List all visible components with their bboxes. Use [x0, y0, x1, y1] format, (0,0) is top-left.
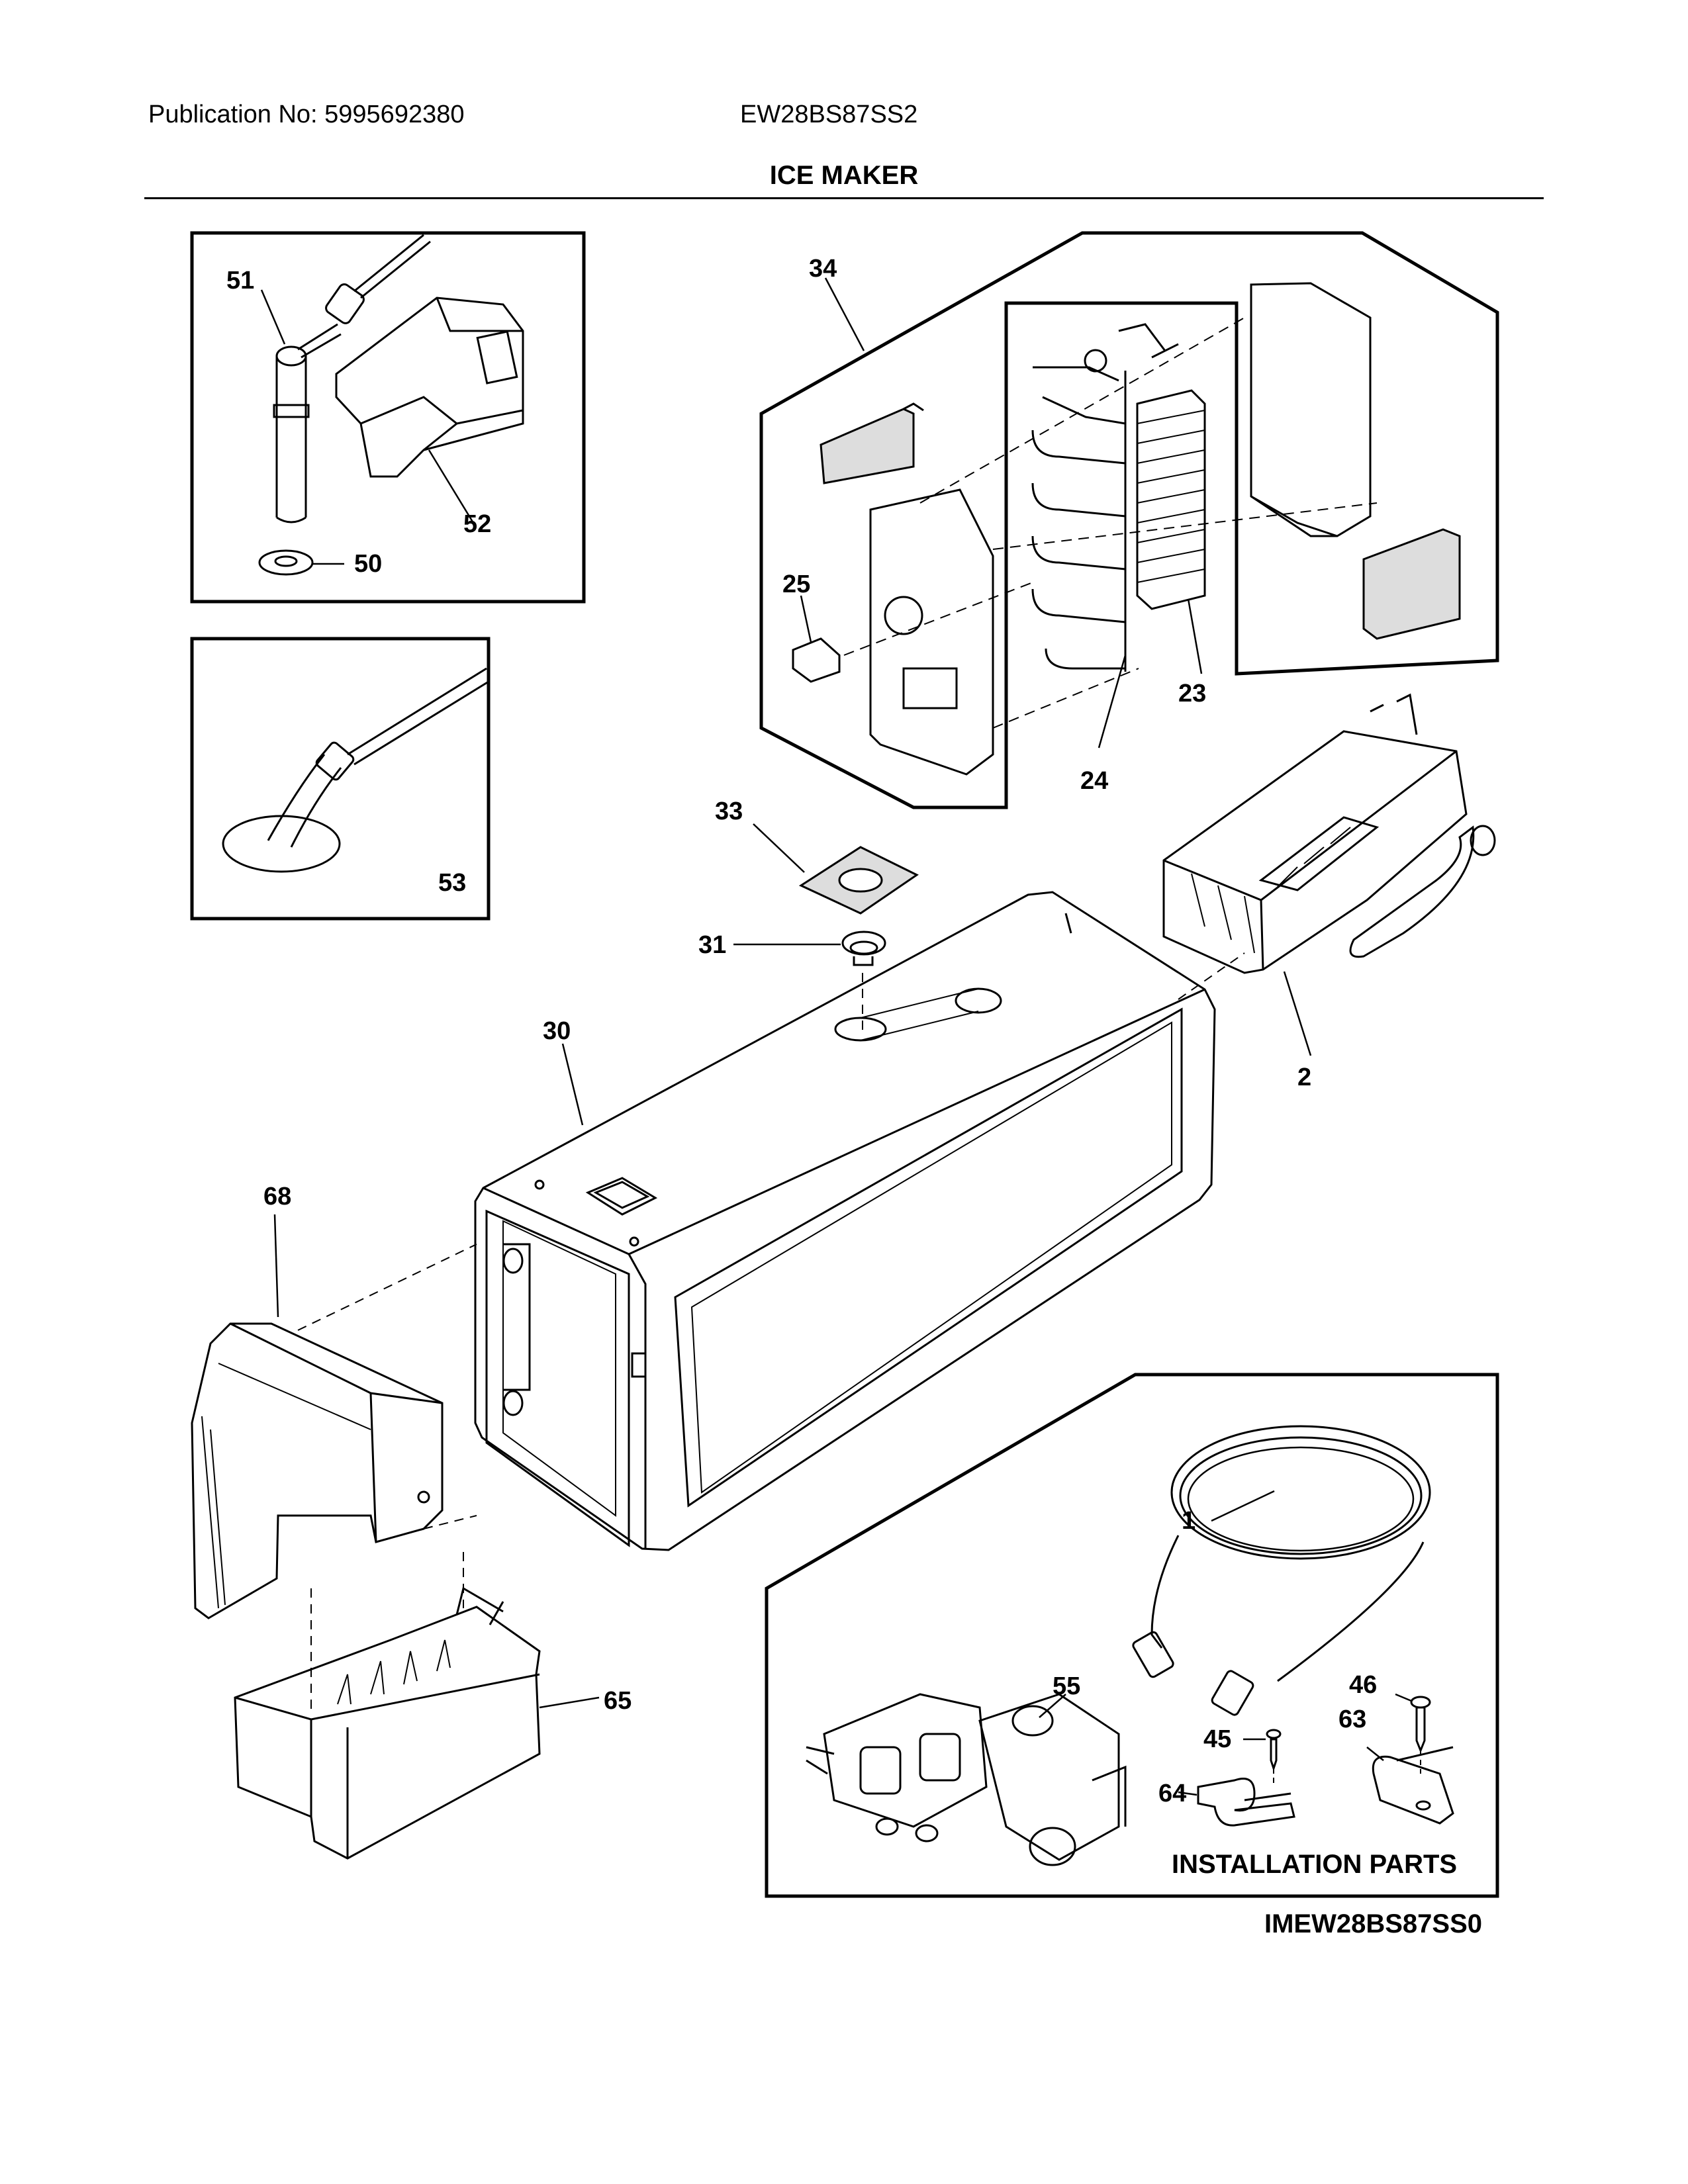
cover-part-52 [335, 296, 524, 478]
callout-33: 33 [715, 797, 743, 825]
panel-filter-parts [190, 231, 586, 604]
seal-part-33 [753, 823, 919, 915]
callout-31: 31 [698, 931, 726, 959]
callout-24: 24 [1080, 767, 1108, 795]
title-rule [144, 197, 1544, 199]
callout-63: 63 [1338, 1706, 1366, 1733]
callout-23: 23 [1178, 680, 1206, 707]
tube-part-51 [273, 234, 431, 523]
callout-30: 30 [543, 1017, 571, 1045]
evaporator-assembly-34 [759, 231, 1499, 809]
page-title: ICE MAKER [769, 161, 919, 190]
clamp-part-64 [1178, 1778, 1295, 1827]
water-valve-part-55 [806, 1693, 1127, 1866]
hose-grommet-part-53 [222, 667, 489, 873]
fins-part-23 [1136, 389, 1206, 610]
callout-25: 25 [782, 570, 810, 598]
publication-number: Publication No: 5995692380 [148, 101, 465, 128]
callout-51: 51 [226, 267, 254, 295]
callout-34: 34 [809, 255, 837, 283]
callout-64: 64 [1158, 1780, 1186, 1807]
water-line-part-1 [1132, 1425, 1431, 1716]
screw-part-45 [1243, 1729, 1282, 1784]
washer-part-50 [258, 549, 314, 576]
callout-46: 46 [1349, 1671, 1377, 1699]
coil-part-24 [1031, 323, 1179, 672]
callout-2: 2 [1297, 1064, 1311, 1091]
callout-labels: 51 52 50 53 34 25 23 24 33 31 30 2 68 65… [226, 255, 1482, 1938]
callout-55: 55 [1053, 1672, 1080, 1700]
tray-part-65 [234, 1552, 600, 1860]
callout-1: 1 [1182, 1507, 1196, 1535]
callout-68: 68 [263, 1183, 291, 1210]
callout-65: 65 [604, 1687, 632, 1715]
callout-52: 52 [463, 510, 491, 538]
icemaker-part-2 [1162, 693, 1496, 1056]
screw-part-46 [1395, 1693, 1431, 1774]
model-number: EW28BS87SS2 [740, 101, 918, 128]
installation-parts-label: INSTALLATION PARTS [1172, 1850, 1457, 1879]
callout-50: 50 [354, 550, 382, 578]
diagram-code: IMEW28BS87SS0 [1264, 1909, 1482, 1938]
grommet-part-31 [733, 931, 886, 1032]
clamp-part-63 [1366, 1746, 1454, 1825]
cover-part-68 [191, 1214, 477, 1619]
callout-53: 53 [438, 869, 466, 897]
housing-part-30 [474, 891, 1216, 1551]
panel-installation-parts [765, 1373, 1499, 1898]
callout-45: 45 [1203, 1725, 1231, 1753]
panel-part-53 [190, 637, 491, 921]
